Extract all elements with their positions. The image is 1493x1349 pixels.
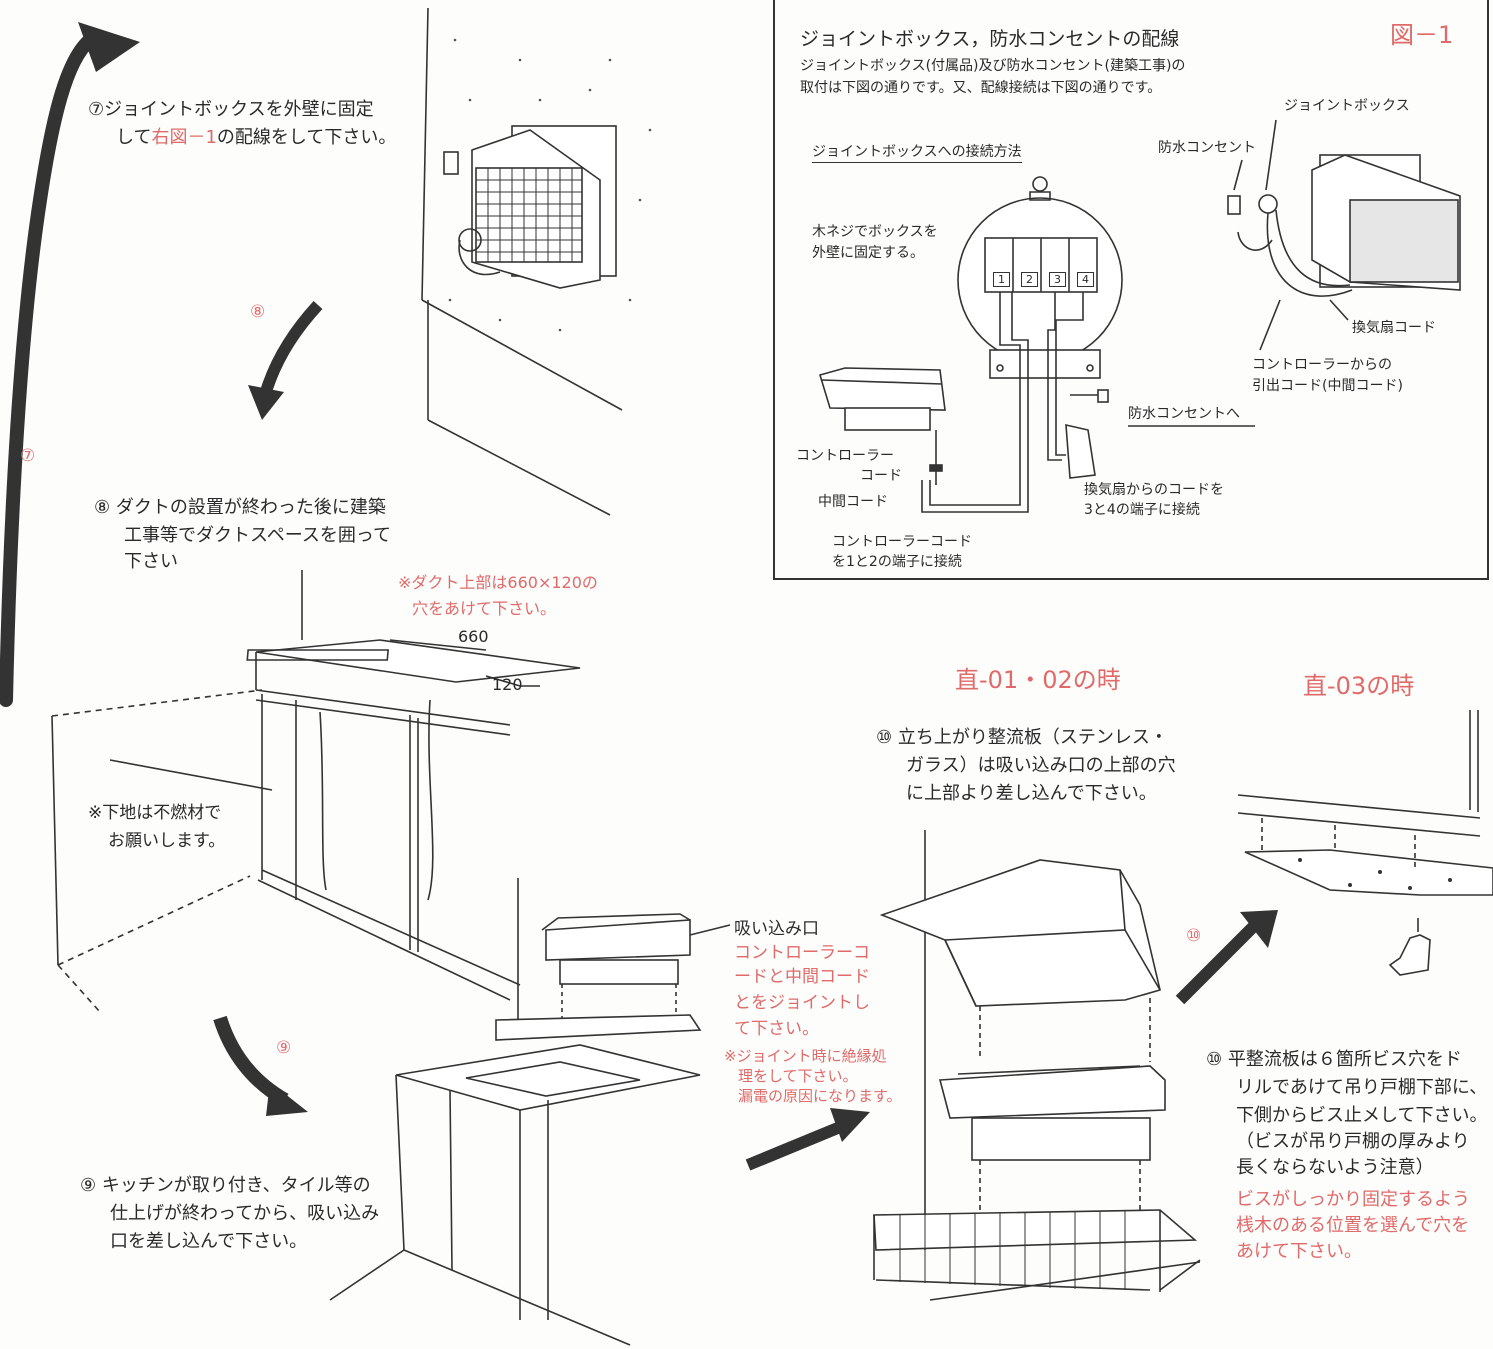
fan-cord-terminals-line2: 3と4の端子に接続 [1084, 502, 1200, 518]
insulation-note-line3: 漏電の原因になります。 [738, 1087, 902, 1105]
lead-cord-label-line2: 引出コード(中間コード) [1252, 378, 1403, 394]
step10b-line5: 長くならないよう注意） [1236, 1157, 1434, 1178]
intake-label: 吸い込み口 [734, 919, 819, 939]
terminal-2: 2 [1021, 272, 1038, 287]
heading-model-03: 直-03の時 [1303, 672, 1415, 700]
panel-title: ジョイントボックス，防水コンセントの配線 [800, 28, 1180, 50]
joint-note-line1: コントローラーコ [734, 943, 870, 963]
figure-label: 図－1 [1390, 21, 1454, 49]
to-outlet-label: 防水コンセントへ [1128, 406, 1240, 422]
heading-model-01-02: 直-01・02の時 [955, 666, 1121, 694]
controller-cord-terminals-line1: コントローラーコード [832, 534, 972, 550]
step9-flow-arrow [213, 1015, 308, 1116]
insulation-note-line2: 理をして下さい。 [738, 1067, 858, 1085]
kitchen-counter-intake [329, 878, 731, 1346]
step7-line2-a: して [116, 127, 152, 148]
terminal-3: 3 [1049, 272, 1066, 287]
controller-cord-label-line1: コントローラー [796, 448, 894, 464]
step8-line3: 下さい [124, 551, 178, 572]
upright-baffle-hood [873, 830, 1201, 1301]
controller-cord-terminals-line2: を1と2の端子に接続 [832, 554, 962, 570]
terminal-1: 1 [993, 272, 1010, 287]
fan-cord-label: 換気扇コード [1352, 320, 1436, 336]
step10b-red-line2: 桟木のある位置を選んで穴を [1236, 1215, 1470, 1236]
figure1-panel [773, 0, 1489, 580]
terminal-4: 4 [1077, 272, 1094, 287]
step9-arrow-label: ⑨ [276, 1038, 292, 1058]
dimension-120: 120 [492, 675, 523, 694]
lead-cord-label-line1: コントローラーからの [1252, 357, 1392, 373]
step8-flow-arrow [248, 300, 323, 420]
step7-line1: ⑦ジョイントボックスを外壁に固定 [88, 99, 374, 120]
flat-baffle-cabinet [1237, 710, 1493, 976]
middle-cord-label: 中間コード [818, 494, 888, 510]
step9-line1: ⑨ キッチンが取り付き、タイル等の [80, 1175, 371, 1196]
connection-heading: ジョイントボックスへの接続方法 [812, 142, 1022, 163]
step10b-line3: 下側からビス止メして下さい。 [1236, 1105, 1488, 1126]
step9-line3: 口を差し込んで下さい。 [110, 1231, 308, 1252]
panel-intro-line1: ジョイントボックス(付属品)及び防水コンセント(建築工事)の [800, 58, 1186, 74]
step7-figure-ref: 右図－1 [151, 127, 217, 148]
controller-cord-label-line2: コード [860, 468, 902, 484]
step10a-line3: に上部より差し込んで下さい。 [906, 783, 1157, 804]
step10b-line2: リルであけて吊り戸棚下部に、 [1236, 1077, 1488, 1098]
step7-arrow-label: ⑦ [20, 446, 36, 466]
exterior-wall-hood [421, 7, 652, 516]
step7-line2: して右図－1の配線をして下さい。 [116, 124, 396, 151]
step10a-line2: ガラス）は吸い込み口の上部の穴 [906, 755, 1176, 776]
step10-flow-arrow-b [1175, 910, 1278, 1005]
joint-note-line4: て下さい。 [734, 1019, 819, 1039]
junction-box-label: ジョイントボックス [1284, 98, 1410, 114]
joint-note-line3: とをジョイントし [734, 993, 870, 1013]
step8-line1: ⑧ ダクトの設置が終わった後に建築 [94, 497, 386, 518]
step8-line2: 工事等でダクトスペースを囲って [124, 525, 391, 546]
duct-space-frame [51, 570, 581, 1013]
step9-line2: 仕上げが終わってから、吸い込み [110, 1203, 380, 1224]
step8-arrow-label: ⑧ [250, 302, 266, 322]
screw-note-line1: 木ネジでボックスを [812, 224, 938, 240]
panel-intro-line2: 取付は下図の通りです。又、配線接続は下図の通りです。 [800, 80, 1162, 96]
screw-note-line2: 外壁に固定する。 [812, 245, 924, 261]
step10a-line1: ⑩ 立ち上がり整流板（ステンレス・ [876, 727, 1168, 748]
step10-arrow-label: ⑩ [1186, 926, 1202, 946]
duct-hole-note-line2: 穴をあけて下さい。 [412, 599, 557, 618]
joint-note-line2: ードと中間コード [734, 967, 870, 987]
step10b-line1: ⑩ 平整流板は６箇所ビス穴をド [1206, 1049, 1462, 1070]
dimension-660: 660 [458, 627, 489, 646]
base-note-line2: お願いします。 [108, 831, 226, 851]
outlet-and-hood-diagram [1227, 119, 1461, 351]
insulation-note-line1: ※ジョイント時に絶縁処 [724, 1047, 887, 1065]
step7-flow-arrow [0, 22, 140, 707]
step10-flow-arrow-a [745, 1108, 870, 1171]
step10b-red-line1: ビスがしっかり固定するよう [1236, 1189, 1470, 1210]
duct-hole-note-line1: ※ダクト上部は660×120の [398, 573, 598, 592]
step10b-red-line3: あけて下さい。 [1236, 1241, 1362, 1262]
step10b-line4: （ビスが吊り戸棚の厚みより [1236, 1131, 1470, 1152]
fan-cord-terminals-line1: 換気扇からのコードを [1084, 482, 1224, 498]
step7-line2-b: の配線をして下さい。 [216, 127, 397, 148]
waterproof-outlet-label: 防水コンセント [1158, 140, 1256, 156]
base-note-line1: ※下地は不燃材で [88, 803, 222, 823]
